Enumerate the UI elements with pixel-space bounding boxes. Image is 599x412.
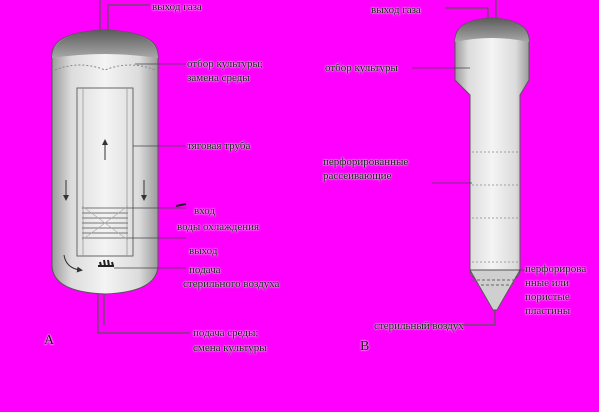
reactor-b-head — [454, 17, 530, 283]
label-culture-take-b: отбор культуры — [325, 62, 398, 74]
label-plates-3: пористые — [525, 291, 570, 303]
label-plates-1: перфорирова — [525, 263, 587, 275]
label-diffusers-2: рассеивающие — [323, 170, 392, 182]
label-culture-take-a-1: отбор культуры; — [187, 58, 263, 70]
label-diffusers-1: перфорированные — [323, 156, 409, 168]
label-air-supply-1: подача — [189, 264, 221, 276]
reactor-a — [51, 0, 190, 334]
label-culture-take-a-2: замена среды — [187, 72, 250, 84]
label-plates-2: нные или — [525, 277, 570, 289]
label-air-supply-2: стерильного воздуха — [183, 278, 280, 290]
panel-b-letter: B — [360, 339, 370, 354]
air-inlet-pipe-b — [420, 310, 496, 326]
reactor-a-body — [51, 29, 159, 295]
label-draft-tube: тяговая труба — [187, 140, 251, 152]
medium-inlet-pipe-a — [97, 294, 190, 334]
label-water-out: выход — [189, 245, 218, 257]
label-water-in: вход — [194, 205, 216, 217]
flow-arrow-return — [63, 254, 83, 273]
draft-tube — [76, 87, 134, 257]
label-medium-supply-1: подача среды; — [193, 327, 259, 339]
reactor-a-top-cap — [52, 30, 158, 58]
reactor-b-cone — [469, 269, 521, 311]
label-plates-4: пластины — [525, 305, 571, 317]
label-gas-out-a: выход газа — [152, 1, 202, 13]
gas-outlet-pipe-b — [445, 7, 489, 18]
label-cooling-water: воды охлаждения — [177, 221, 260, 233]
label-sterile-air: стерильный воздух — [374, 320, 464, 332]
air-sparger — [98, 259, 114, 267]
panel-a-letter: A — [44, 333, 55, 348]
label-medium-supply-2: смена культуры — [193, 342, 267, 354]
label-gas-out-b: выход газа — [371, 4, 421, 16]
reactor-b — [412, 0, 530, 326]
porous-plates — [472, 279, 518, 286]
